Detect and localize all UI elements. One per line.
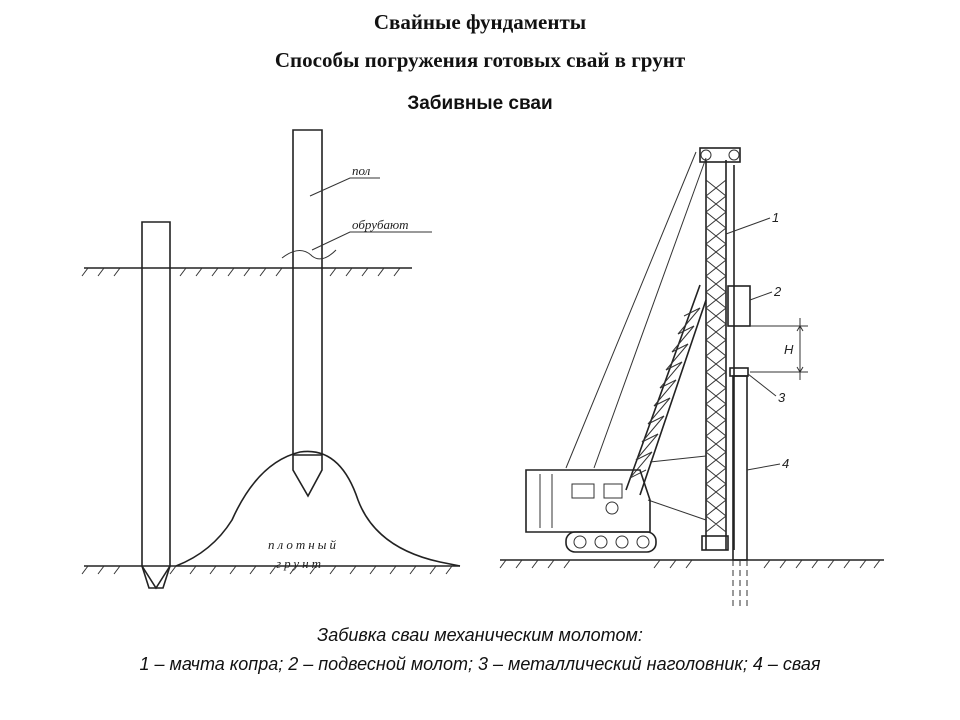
rear-cable — [565, 151, 697, 469]
driver-mast — [699, 147, 741, 551]
driven-pile-left — [141, 221, 171, 589]
dense-soil-mound — [175, 450, 461, 567]
label-soil-1: плотный — [268, 537, 339, 552]
section-title: Забивные сваи — [407, 93, 553, 114]
page-title: Свайные фундаменты — [373, 10, 587, 34]
bottom-ground-hatch — [81, 565, 453, 575]
leader-2 — [749, 291, 773, 301]
pile-cap — [729, 367, 749, 377]
right-ground-hatch — [499, 559, 881, 569]
driver-cab — [525, 469, 651, 533]
pile — [732, 375, 748, 561]
leader-3 — [747, 373, 777, 397]
page-subtitle: Способы погружения готовых свай в грунт — [274, 48, 686, 72]
pile-tip-left — [141, 565, 171, 590]
ground-hatch — [81, 267, 401, 277]
label-cut: обрубают — [352, 217, 409, 232]
cut-line — [281, 249, 337, 260]
callout-2: 2 — [773, 284, 782, 299]
callout-4: 4 — [782, 456, 789, 471]
caption-title: Забивка сваи механическим молотом: — [317, 625, 643, 645]
height-label: H — [784, 342, 794, 357]
driven-pile-right — [292, 129, 323, 498]
callout-1: 1 — [772, 210, 779, 225]
leader-4 — [746, 463, 781, 471]
crane-boom — [625, 284, 707, 496]
leader-1 — [725, 217, 771, 235]
brace-upper — [649, 455, 707, 463]
leader-floor — [309, 177, 380, 197]
callout-3: 3 — [778, 390, 786, 405]
leader-cut — [311, 231, 432, 251]
suspended-hammer — [727, 285, 751, 327]
label-floor: пол — [352, 163, 371, 178]
stay-cable — [593, 157, 707, 469]
label-soil-2: грунт — [276, 556, 324, 571]
brace-lower — [647, 499, 707, 521]
crawler-tracks — [565, 531, 657, 553]
left-diagram: пол обрубают плотный грунт — [81, 129, 461, 590]
caption-legend: 1 – мачта копра; 2 – подвесной молот; 3 … — [139, 654, 821, 674]
height-dimension — [750, 318, 808, 380]
right-diagram: H — [499, 147, 884, 606]
